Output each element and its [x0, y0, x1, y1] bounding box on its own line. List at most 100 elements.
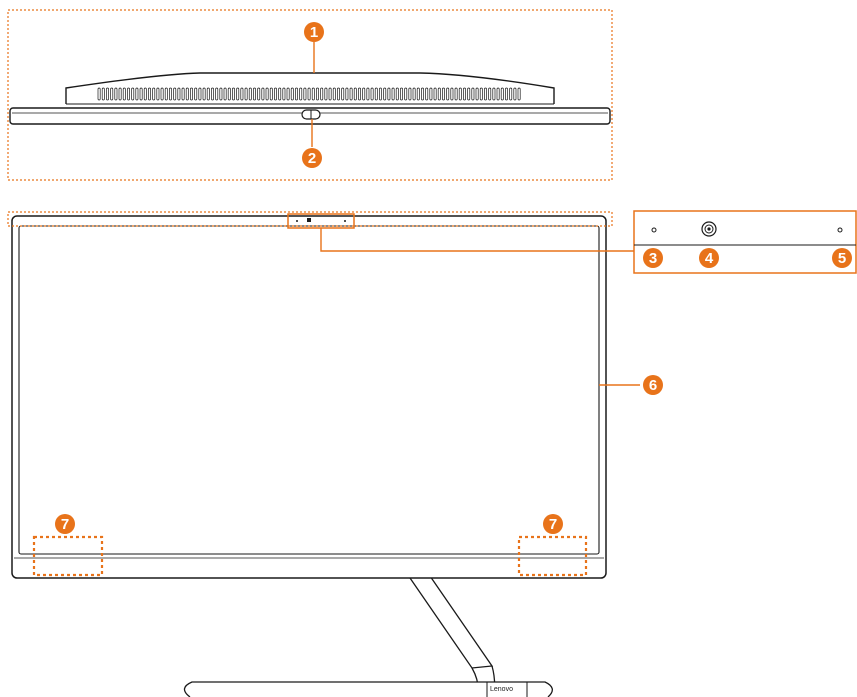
grille-slot: [202, 87, 206, 101]
grille-slot: [320, 87, 324, 101]
callout-top-view-speaker-grille: 1: [304, 22, 324, 42]
grille-slot: [118, 87, 122, 101]
callout-number: 2: [308, 150, 316, 167]
grille-slot: [458, 87, 462, 101]
grille-slot: [261, 87, 265, 101]
left-speaker-highlight: [32, 535, 104, 577]
grille-slot: [194, 87, 198, 101]
grille-slot: [269, 87, 273, 101]
grille-slot: [509, 87, 513, 101]
grille-slot: [341, 87, 345, 101]
grille-slot: [395, 87, 399, 101]
grille-slot: [240, 87, 244, 101]
grille-slot: [311, 87, 315, 101]
callout-badge: [643, 248, 663, 268]
callout-number: 5: [838, 250, 846, 267]
grille-slot: [122, 87, 126, 101]
grille-slot: [412, 87, 416, 101]
grille-slot: [219, 87, 223, 101]
callout-badge: [832, 248, 852, 268]
display: [18, 225, 600, 555]
grille-slot: [173, 87, 177, 101]
grille-slot: [383, 87, 387, 101]
callout-top-view-camera-switch: 2: [302, 148, 322, 168]
grille-slot: [475, 87, 479, 101]
callout-right-speaker: 7: [543, 514, 563, 534]
grille-slot: [164, 87, 168, 101]
grille-slot: [299, 87, 303, 101]
grille-slot: [513, 87, 517, 101]
right-microphone: [837, 227, 843, 233]
grille-slot: [316, 87, 319, 101]
grille-slot: [332, 87, 336, 101]
grille-slot: [416, 87, 420, 101]
grille-slot: [148, 87, 151, 101]
grille-slot: [286, 87, 290, 101]
left-microphone: [651, 227, 657, 233]
callout-right-microphone: 5: [832, 248, 852, 268]
grille-slot: [425, 87, 429, 101]
grille-slot: [366, 87, 370, 101]
grille-slot: [97, 87, 101, 101]
grille-slot: [114, 87, 118, 101]
grille-slot: [374, 87, 378, 101]
grille-slot: [307, 87, 311, 101]
front-top-edge-highlight: [7, 211, 613, 227]
grille-slot: [160, 87, 164, 101]
grille-slot: [505, 87, 508, 101]
grille-slot: [433, 87, 437, 101]
callout-number: 1: [310, 24, 318, 41]
grille-slot: [152, 87, 156, 101]
grille-slot: [156, 87, 160, 101]
grille-slot: [488, 87, 492, 101]
callout-number: 6: [649, 377, 657, 394]
grille-slot: [370, 87, 374, 101]
callout-badge: [55, 514, 75, 534]
grille-slot: [450, 87, 454, 101]
grille-slot: [232, 87, 235, 101]
camera-inset: [633, 210, 857, 274]
right-speaker-highlight: [517, 535, 588, 577]
grille-slot: [244, 87, 248, 101]
grille-slot: [492, 87, 496, 101]
grille-slot: [467, 87, 471, 101]
grille-slot: [337, 87, 340, 101]
grille-slot: [227, 87, 231, 101]
callout-left-microphone: 3: [643, 248, 663, 268]
grille-slot: [358, 87, 361, 101]
callout-badge: [643, 375, 663, 395]
callout-left-speaker: 7: [55, 514, 75, 534]
brand-logo: Lenovo: [490, 686, 513, 693]
top-view: [7, 9, 613, 181]
grille-slot: [437, 87, 441, 101]
top-view-speaker-grille: [97, 87, 521, 101]
callout-number: 3: [649, 250, 657, 267]
stand: Lenovo: [183, 575, 553, 697]
callout-badge: [543, 514, 563, 534]
grille-slot: [353, 87, 357, 101]
grille-slot: [274, 87, 277, 101]
grille-slot: [278, 87, 282, 101]
grille-slot: [206, 87, 210, 101]
callout-badges: 1 2 3 4 5 6 7 7: [55, 22, 852, 534]
grille-slot: [110, 87, 114, 101]
grille-slot: [362, 87, 366, 101]
grille-slot: [324, 87, 328, 101]
front-view: Lenovo: [7, 211, 613, 697]
grille-slot: [454, 87, 458, 101]
grille-slot: [404, 87, 408, 101]
grille-slot: [421, 87, 424, 101]
grille-slot: [236, 87, 240, 101]
grille-slot: [177, 87, 181, 101]
grille-slot: [139, 87, 143, 101]
callout-number: 4: [705, 250, 714, 267]
grille-slot: [496, 87, 500, 101]
grille-slot: [223, 87, 227, 101]
grille-slot: [500, 87, 504, 101]
grille-slot: [198, 87, 202, 101]
grille-slot: [248, 87, 252, 101]
callout-number: 7: [549, 516, 557, 533]
grille-slot: [127, 87, 130, 101]
grille-slot: [379, 87, 382, 101]
